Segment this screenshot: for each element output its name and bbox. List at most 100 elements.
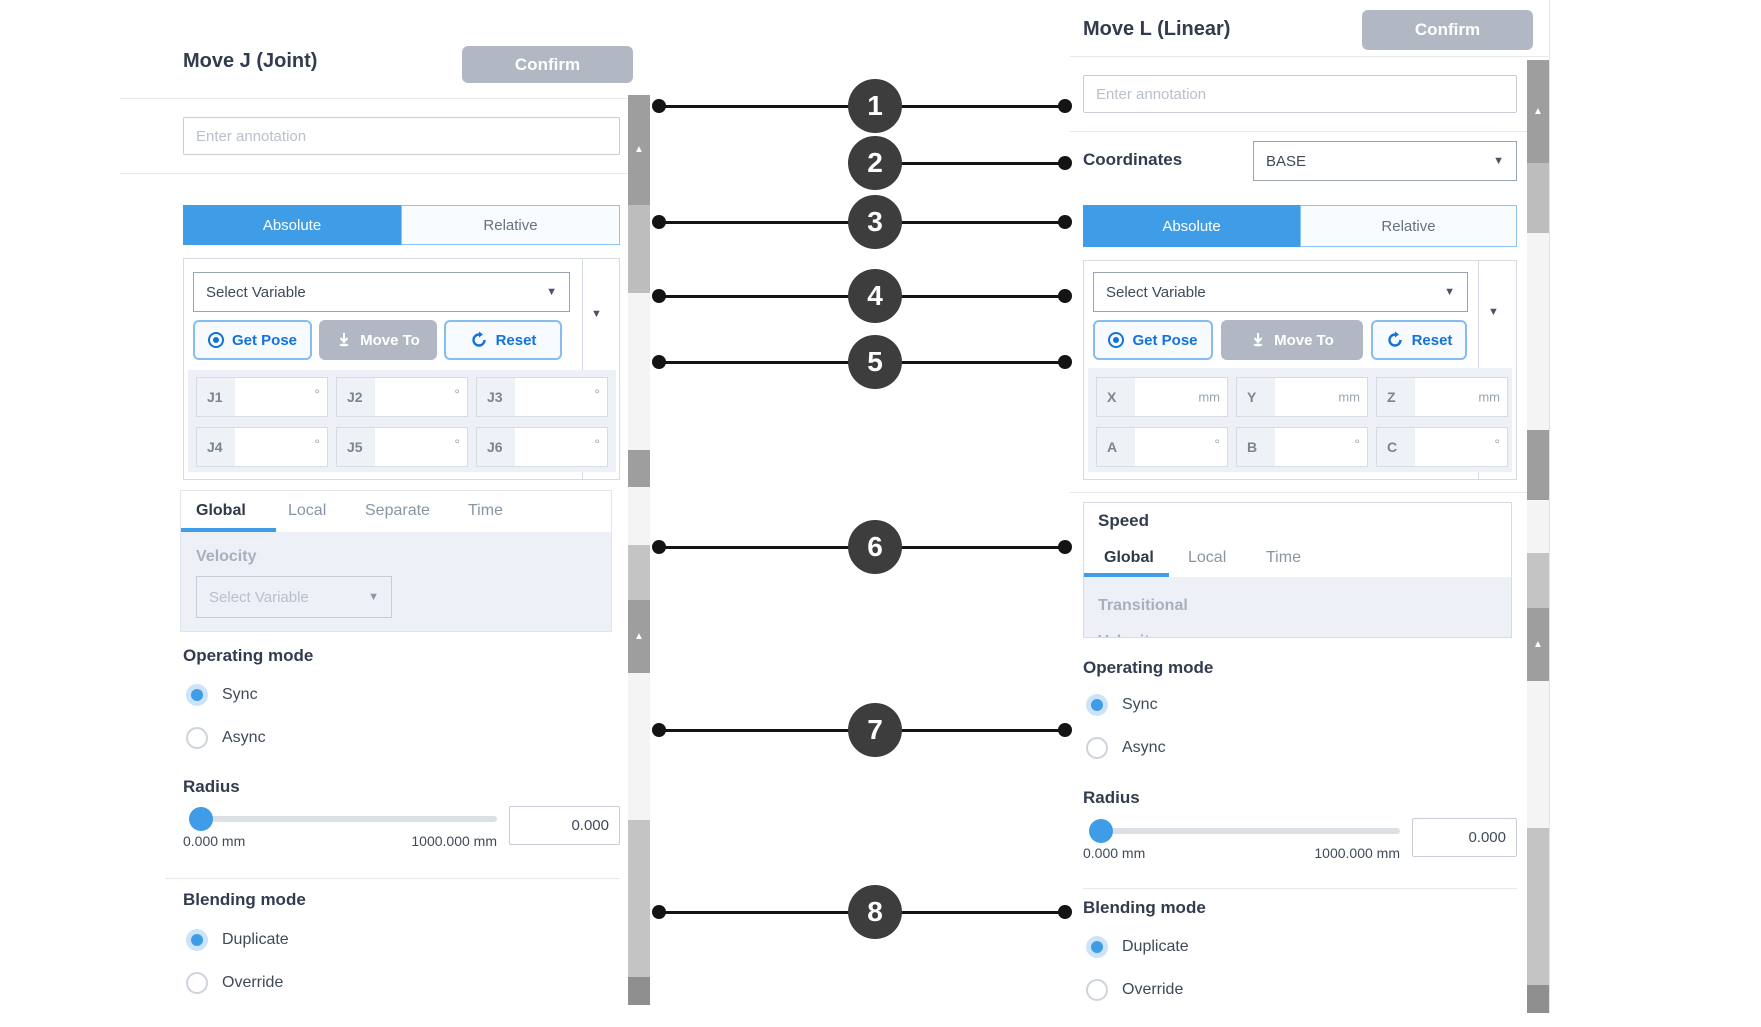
callout-line: [899, 729, 1066, 732]
left-scrollbar-thumb[interactable]: ▲: [628, 600, 650, 673]
radius-value-input[interactable]: [1412, 818, 1517, 857]
annotation-input[interactable]: [1083, 75, 1517, 113]
speed-tab-global[interactable]: Global: [1104, 549, 1154, 566]
callout-number: 2: [848, 136, 902, 190]
right-scrollbar-thumb[interactable]: ▲: [1527, 60, 1549, 163]
sync-label[interactable]: Sync: [1122, 696, 1158, 713]
override-radio[interactable]: [1086, 979, 1108, 1001]
joint-field-j1[interactable]: J1 °: [196, 377, 328, 417]
pose-field-b[interactable]: B °: [1236, 427, 1368, 467]
joint-field-j2[interactable]: J2 °: [336, 377, 468, 417]
sync-label[interactable]: Sync: [222, 686, 258, 703]
tab-absolute[interactable]: Absolute: [1083, 205, 1300, 247]
speed-tab-local[interactable]: Local: [1188, 549, 1227, 566]
left-scrollbar-segment[interactable]: [628, 977, 650, 1005]
tab-relative[interactable]: Relative: [401, 205, 620, 245]
right-scrollbar-segment[interactable]: [1527, 828, 1549, 985]
reset-button[interactable]: Reset: [444, 320, 562, 360]
radius-heading: Radius: [1083, 788, 1140, 807]
confirm-button[interactable]: Confirm: [462, 46, 633, 83]
radius-value-input[interactable]: [509, 806, 620, 845]
unit-label: mm: [1338, 389, 1360, 405]
expand-arrow-icon[interactable]: ▼: [1488, 306, 1499, 318]
right-scrollbar-segment[interactable]: [1527, 430, 1549, 500]
speed-block: Speed Global Local Time Transitional Vel…: [1083, 502, 1512, 638]
radius-min-label: 0.000 mm: [183, 833, 246, 849]
speed-tab-time[interactable]: Time: [468, 502, 503, 519]
speed-heading: Speed: [1098, 511, 1150, 530]
speed-tab-time[interactable]: Time: [1266, 549, 1301, 566]
joint-field-j6[interactable]: J6 °: [476, 427, 608, 467]
active-tab-underline: [181, 528, 276, 532]
left-scrollbar-segment[interactable]: [628, 450, 650, 487]
right-scrollbar-segment[interactable]: [1527, 553, 1549, 608]
callout-dot: [1058, 215, 1072, 229]
confirm-button[interactable]: Confirm: [1362, 10, 1533, 50]
override-label[interactable]: Override: [222, 974, 284, 991]
right-scrollbar-segment[interactable]: [1527, 163, 1549, 233]
callout-dot: [1058, 355, 1072, 369]
callout-number: 4: [848, 269, 902, 323]
reset-button[interactable]: Reset: [1371, 320, 1467, 360]
divider: [1549, 0, 1550, 1013]
callout-line: [899, 546, 1066, 549]
pose-field-c[interactable]: C °: [1376, 427, 1508, 467]
unit-label: °: [454, 385, 460, 402]
pose-field-y[interactable]: Y mm: [1236, 377, 1368, 417]
radius-slider-track[interactable]: [189, 816, 497, 822]
async-radio[interactable]: [186, 727, 208, 749]
callout-line: [899, 361, 1066, 364]
async-radio[interactable]: [1086, 737, 1108, 759]
duplicate-label[interactable]: Duplicate: [1122, 938, 1189, 955]
variable-select[interactable]: Select Variable ▼: [193, 272, 570, 312]
left-scrollbar-thumb[interactable]: ▲: [628, 95, 650, 205]
pose-field-x[interactable]: X mm: [1096, 377, 1228, 417]
speed-tab-local[interactable]: Local: [288, 502, 327, 519]
callout-dot: [652, 289, 666, 303]
speed-tab-separate[interactable]: Separate: [365, 502, 430, 519]
sync-radio[interactable]: [186, 684, 208, 706]
expand-arrow-icon[interactable]: ▼: [591, 308, 602, 320]
get-pose-button[interactable]: Get Pose: [193, 320, 312, 360]
right-scrollbar-thumb[interactable]: ▲: [1527, 608, 1549, 681]
variable-select[interactable]: Select Variable ▼: [1093, 272, 1468, 312]
async-label[interactable]: Async: [222, 729, 266, 746]
left-scrollbar-segment[interactable]: [628, 545, 650, 600]
callout-dot: [1058, 289, 1072, 303]
radius-slider-thumb[interactable]: [189, 807, 213, 831]
radius-slider-track[interactable]: [1089, 828, 1400, 834]
move-to-label: Move To: [360, 331, 420, 349]
pose-field-z[interactable]: Z mm: [1376, 377, 1508, 417]
move-to-button[interactable]: Move To: [319, 320, 437, 360]
override-label[interactable]: Override: [1122, 981, 1184, 998]
sync-radio[interactable]: [1086, 694, 1108, 716]
move-to-button[interactable]: Move To: [1221, 320, 1363, 360]
left-scrollbar-segment[interactable]: [628, 820, 650, 977]
coordinates-select[interactable]: BASE ▼: [1253, 141, 1517, 181]
joint-field-j4[interactable]: J4 °: [196, 427, 328, 467]
clipped-velocity-label: Velocity: [1098, 633, 1158, 637]
tab-absolute[interactable]: Absolute: [183, 205, 401, 245]
duplicate-label[interactable]: Duplicate: [222, 931, 289, 948]
pose-field-a[interactable]: A °: [1096, 427, 1228, 467]
get-pose-button[interactable]: Get Pose: [1093, 320, 1213, 360]
joint-field-j5[interactable]: J5 °: [336, 427, 468, 467]
speed-tab-global[interactable]: Global: [196, 502, 246, 519]
callout-dot: [652, 215, 666, 229]
right-scrollbar-segment[interactable]: [1527, 985, 1549, 1013]
async-label[interactable]: Async: [1122, 739, 1166, 756]
tab-relative[interactable]: Relative: [1300, 205, 1517, 247]
left-scrollbar-segment[interactable]: [628, 205, 650, 293]
field-label: J1: [197, 378, 235, 416]
joint-field-j3[interactable]: J3 °: [476, 377, 608, 417]
velocity-select[interactable]: Select Variable ▼: [196, 576, 392, 618]
callout-line: [661, 911, 851, 914]
duplicate-radio[interactable]: [1086, 936, 1108, 958]
override-radio[interactable]: [186, 972, 208, 994]
duplicate-radio[interactable]: [186, 929, 208, 951]
annotation-input[interactable]: [183, 117, 620, 155]
radius-slider-thumb[interactable]: [1089, 819, 1113, 843]
speed-content: Velocity Select Variable ▼: [181, 532, 611, 631]
right-scrollbar-track[interactable]: [1527, 60, 1549, 1013]
callout-dot: [652, 99, 666, 113]
